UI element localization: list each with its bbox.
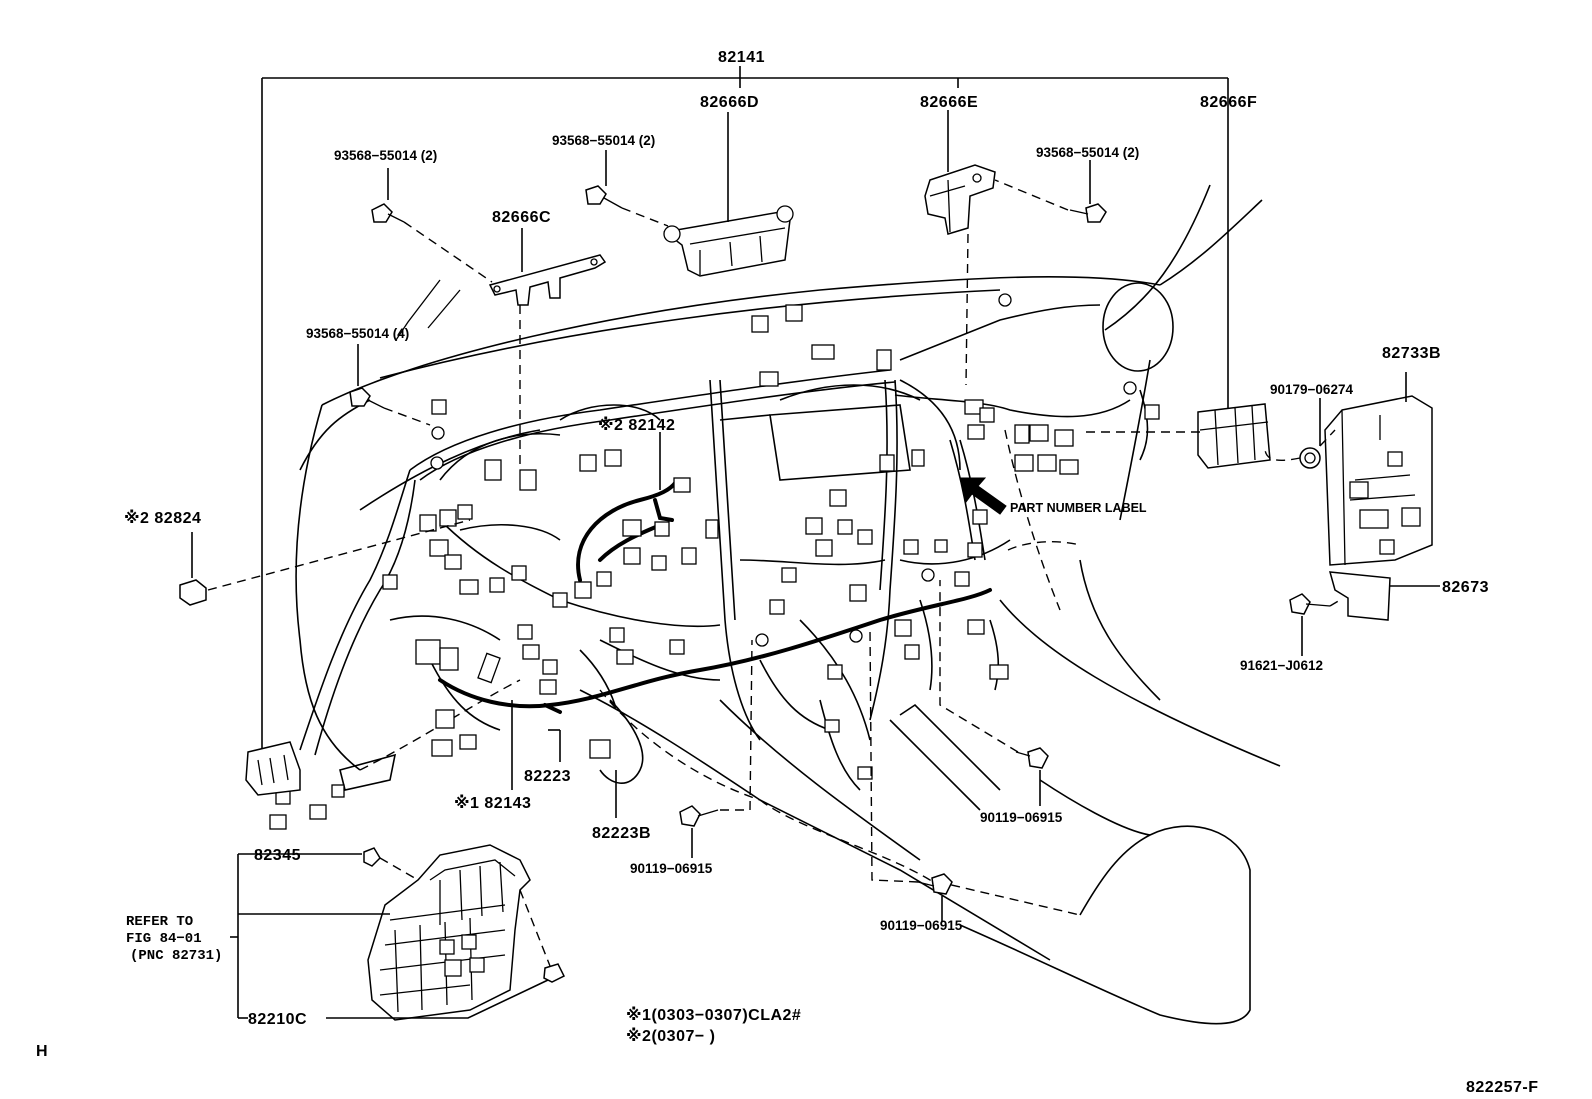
bolt-90119-b	[1015, 747, 1049, 806]
label-bolt-tc: 93568−55014 (2)	[552, 133, 655, 148]
label-82824: ※2 82824	[124, 509, 201, 527]
label-82223b: 82223B	[592, 825, 651, 842]
refer-line-2: FIG 84−01	[126, 931, 202, 947]
label-part-number: PART NUMBER LABEL	[1010, 501, 1147, 515]
label-82666d: 82666D	[700, 94, 759, 111]
label-90179: 90179−06274	[1270, 382, 1353, 397]
label-82666c: 82666C	[492, 209, 551, 226]
labels: 82141 82666D 82666E 82666F 82666C 93568−…	[36, 49, 1539, 1096]
bolt-93568-tr	[1069, 160, 1107, 223]
label-82666f: 82666F	[1200, 94, 1257, 111]
part-82824	[179, 532, 207, 606]
bracket-82666e	[924, 110, 996, 235]
label-90119-b: 90119−06915	[980, 810, 1063, 825]
note-1: ※1(0303−0307)CLA2#	[626, 1006, 801, 1024]
bolt-93568-l4	[349, 344, 385, 409]
label-90119-a: 90119−06915	[630, 861, 713, 876]
bracket-82141	[261, 66, 1229, 760]
bolt-93568-tl	[371, 168, 405, 223]
harness-connectors	[382, 293, 1160, 780]
note-2: ※2(0307− )	[626, 1027, 716, 1045]
bracket-82673	[1328, 571, 1440, 621]
bracket-82666c	[488, 228, 607, 306]
nut-90179	[1299, 398, 1321, 469]
refer-line-3: (PNC 82731)	[130, 948, 222, 964]
diagram-id: 822257-F	[1466, 1079, 1539, 1096]
label-82210c: 82210C	[248, 1011, 307, 1028]
label-82142: ※2 82142	[598, 416, 675, 434]
label-82143: ※1 82143	[454, 794, 531, 812]
label-82223: 82223	[524, 768, 571, 785]
label-82666e: 82666E	[920, 94, 978, 111]
label-90119-c: 90119−06915	[880, 918, 963, 933]
harness-wires	[299, 304, 1149, 791]
bracket-82666d	[663, 112, 794, 277]
lower-left-block	[245, 639, 501, 830]
label-82733b: 82733B	[1382, 345, 1441, 362]
leader-lines	[207, 179, 1341, 1019]
label-82141: 82141	[718, 49, 765, 66]
label-bolt-tr: 93568−55014 (2)	[1036, 145, 1139, 160]
relay-box-82733b	[1324, 372, 1433, 566]
bolt-93568-tc	[585, 150, 623, 209]
label-bolt-tl: 93568−55014 (2)	[334, 148, 437, 163]
bolt-90119-c	[917, 873, 953, 922]
part-number-arrow	[959, 477, 1007, 515]
label-82673: 82673	[1442, 579, 1489, 596]
bolt-91621	[1289, 593, 1331, 656]
corner-mark: H	[36, 1043, 48, 1060]
part-82345	[363, 847, 566, 983]
bolts	[349, 150, 1331, 922]
label-82345: 82345	[254, 847, 301, 864]
junction-block-82210c	[367, 844, 531, 1021]
bracket-82666f	[1197, 403, 1271, 469]
refer-line-1: REFER TO	[126, 914, 193, 930]
bolt-90119-a	[679, 805, 719, 858]
label-bolt-l4: 93568−55014 (4)	[306, 326, 409, 341]
dashboard-outline	[295, 184, 1281, 1025]
label-91621: 91621−J0612	[1240, 658, 1323, 673]
